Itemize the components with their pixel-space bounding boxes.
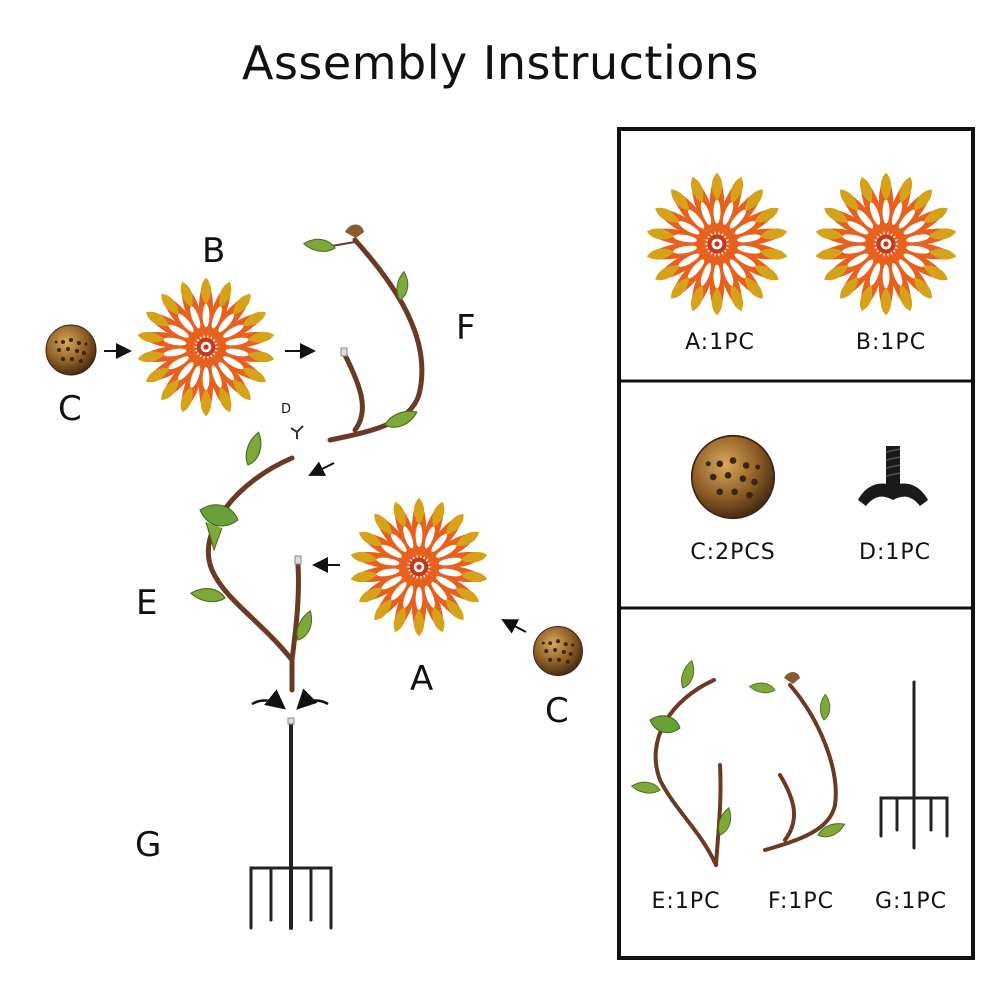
tip-g [287, 717, 295, 725]
part-e-label: E:1PC [651, 889, 721, 914]
label-b: B [202, 231, 226, 271]
arrow-c-to-a [501, 619, 527, 634]
part-e-leaves [630, 659, 738, 838]
tip-e [294, 555, 302, 565]
flower-b [137, 278, 276, 417]
part-g-stake [879, 680, 949, 850]
rotation-arrows [251, 688, 329, 710]
cap-c-right [533, 626, 583, 676]
part-f-label: F:1PC [768, 889, 834, 914]
part-e-branch [653, 678, 723, 867]
part-b-label: B:1PC [855, 330, 927, 355]
branch-f-leaves [302, 224, 420, 430]
label-g: G [135, 825, 162, 865]
tip-f [340, 347, 348, 357]
parts-panel [617, 127, 975, 960]
cap-c-left [45, 324, 97, 376]
part-g-label: G:1PC [874, 889, 948, 914]
part-b-flower [815, 173, 958, 316]
label-a: A [410, 659, 434, 699]
flower-a [350, 498, 489, 637]
part-c-cap [690, 434, 776, 520]
part-a-label: A:1PC [685, 330, 755, 355]
arrow-f-to-e [308, 461, 335, 476]
branch-f [319, 237, 425, 443]
label-c-right: C [545, 691, 569, 731]
part-c-label: C:2PCS [690, 540, 776, 565]
part-d-screw [858, 446, 928, 506]
part-f-leaves [748, 672, 847, 839]
part-f-branch [763, 683, 838, 852]
branch-e [205, 455, 301, 693]
label-c-left: C [58, 389, 82, 429]
screw-d [290, 425, 304, 439]
page-title: Assembly Instructions [242, 36, 759, 90]
stake-g [249, 720, 333, 930]
part-a-flower [646, 173, 789, 316]
part-d-label: D:1PC [859, 540, 931, 565]
label-f: F [456, 308, 476, 348]
branch-e-leaves [189, 430, 320, 643]
label-e: E [136, 583, 158, 623]
label-d: D [281, 402, 292, 417]
